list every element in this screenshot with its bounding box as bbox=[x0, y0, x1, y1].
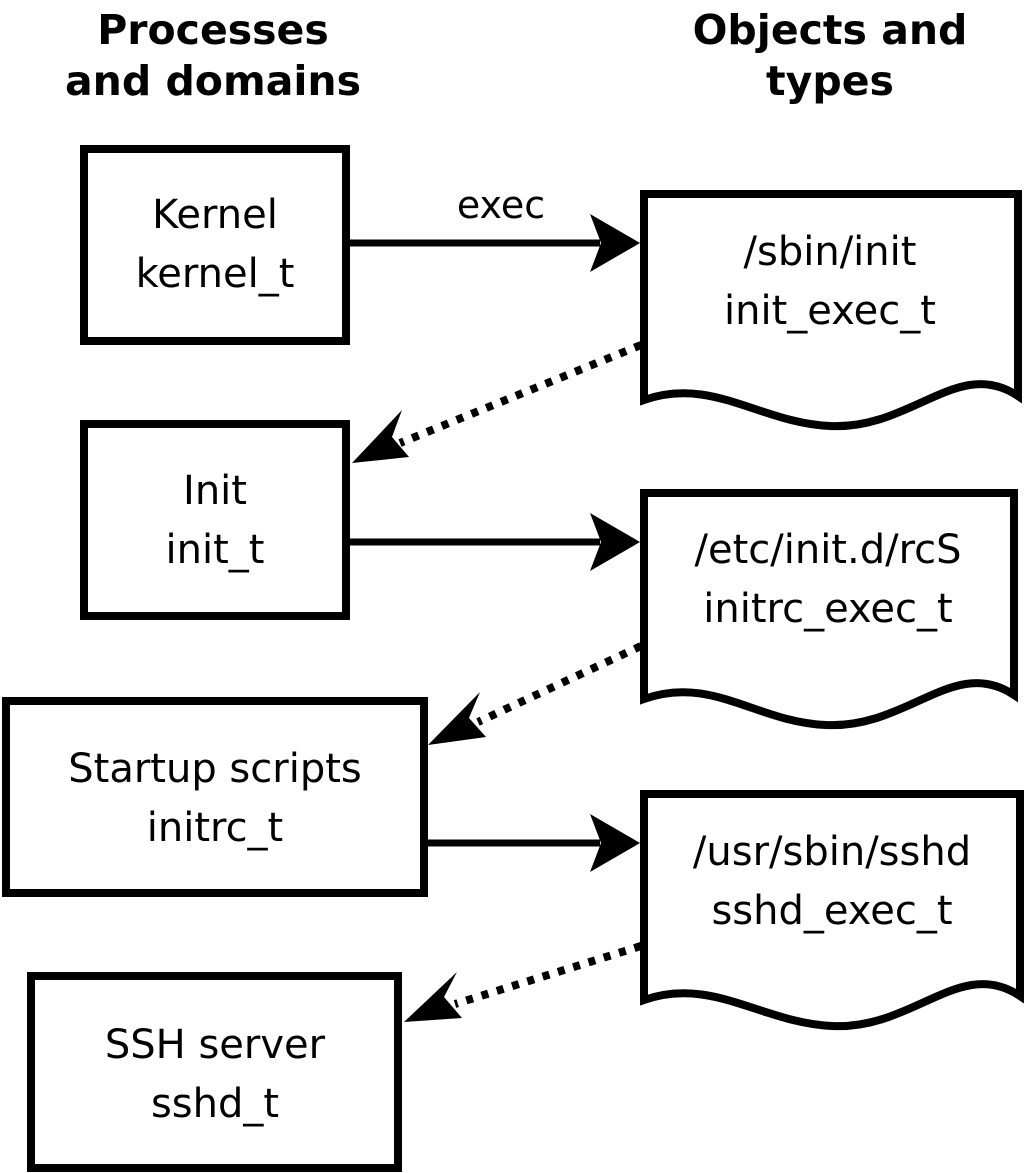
edge-init-exec-transitions-init-arrowhead bbox=[352, 410, 409, 463]
node-initrc-exec-line2: initrc_exec_t bbox=[703, 586, 952, 632]
column-header-objects-line1: Objects and bbox=[693, 6, 968, 54]
edge-label-exec: exec bbox=[457, 183, 545, 227]
node-kernel-line2: kernel_t bbox=[136, 251, 295, 297]
node-ssh-server[interactable]: SSH server sshd_t bbox=[27, 972, 402, 1172]
node-sshd-exec-line1: /usr/sbin/sshd bbox=[693, 829, 971, 875]
node-init-exec[interactable]: /sbin/init init_exec_t bbox=[640, 190, 1022, 431]
node-kernel-line1: Kernel bbox=[152, 192, 278, 238]
column-header-objects: Objects and types bbox=[693, 6, 968, 105]
node-initrc-exec-line1: /etc/init.d/rcS bbox=[694, 527, 961, 573]
column-header-processes: Processes and domains bbox=[65, 6, 361, 105]
edge-init-execs-initrc-exec-arrowhead bbox=[590, 513, 640, 571]
node-initrc-exec[interactable]: /etc/init.d/rcS initrc_exec_t bbox=[640, 489, 1018, 730]
node-init[interactable]: Init init_t bbox=[80, 420, 350, 620]
node-sshd-exec-line2: sshd_exec_t bbox=[711, 888, 952, 934]
node-initrc-exec-document[interactable] bbox=[640, 489, 1018, 730]
edge-sshd-exec-transitions-sshd-arrowhead bbox=[404, 972, 462, 1022]
edge-init-execs-initrc-exec bbox=[350, 513, 640, 571]
edge-initrc-exec-transitions-initrc-line bbox=[476, 642, 643, 726]
edge-initrc-exec-transitions-initrc bbox=[428, 642, 643, 745]
node-init-exec-line1: /sbin/init bbox=[744, 229, 917, 275]
edge-initrc-execs-sshd-exec-arrowhead bbox=[590, 814, 640, 872]
node-startup-scripts-line2: initrc_t bbox=[147, 805, 284, 851]
edge-initrc-exec-transitions-initrc-arrowhead bbox=[428, 692, 486, 745]
node-kernel[interactable]: Kernel kernel_t bbox=[80, 145, 350, 345]
edge-init-exec-transitions-init bbox=[352, 341, 643, 463]
node-startup-scripts-line1: Startup scripts bbox=[68, 746, 361, 792]
edge-kernel-execs-init-exec: exec bbox=[350, 183, 640, 272]
node-init-line2: init_t bbox=[166, 527, 265, 573]
column-header-processes-line2: and domains bbox=[65, 57, 361, 105]
node-sshd-exec[interactable]: /usr/sbin/sshd sshd_exec_t bbox=[640, 790, 1024, 1031]
edge-init-exec-transitions-init-line bbox=[398, 341, 643, 447]
node-ssh-server-line2: sshd_t bbox=[151, 1081, 279, 1127]
node-sshd-exec-document[interactable] bbox=[640, 790, 1024, 1031]
column-header-processes-line1: Processes bbox=[97, 6, 329, 54]
node-init-box[interactable] bbox=[80, 420, 350, 620]
edge-sshd-exec-transitions-sshd bbox=[404, 942, 643, 1022]
edge-kernel-execs-init-exec-arrowhead bbox=[590, 214, 640, 272]
node-init-exec-line2: init_exec_t bbox=[724, 288, 936, 334]
node-startup-scripts[interactable]: Startup scripts initrc_t bbox=[2, 697, 428, 897]
node-startup-scripts-box[interactable] bbox=[2, 697, 428, 897]
node-ssh-server-line1: SSH server bbox=[105, 1022, 326, 1068]
node-init-line1: Init bbox=[183, 468, 247, 514]
edge-sshd-exec-transitions-sshd-line bbox=[453, 942, 643, 1008]
node-init-exec-document[interactable] bbox=[640, 190, 1022, 431]
column-header-objects-line2: types bbox=[766, 57, 894, 105]
edge-initrc-execs-sshd-exec bbox=[428, 814, 640, 872]
node-ssh-server-box[interactable] bbox=[27, 972, 402, 1172]
node-kernel-box[interactable] bbox=[80, 145, 350, 345]
